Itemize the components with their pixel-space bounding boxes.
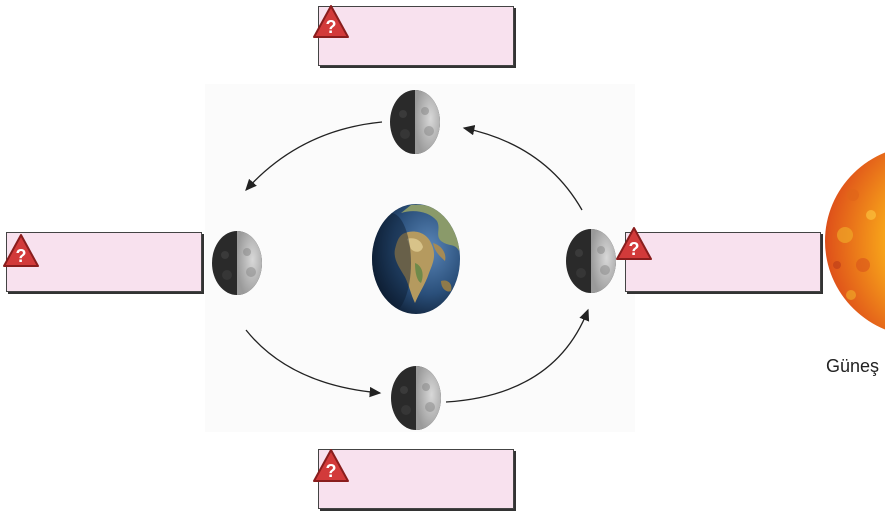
question-warning-icon: ? (3, 234, 39, 267)
earth-icon (372, 204, 460, 314)
moon-left-icon (212, 231, 262, 295)
question-warning-icon: ? (313, 449, 349, 482)
sun-icon (825, 152, 885, 330)
question-warning-icon: ? (313, 5, 349, 38)
arrow-left-to-bottom (245, 329, 382, 398)
question-warning-icon: ? (616, 227, 652, 260)
question-mark: ? (16, 246, 27, 266)
answer-box-left[interactable] (6, 232, 202, 292)
moon-right-icon (566, 229, 616, 293)
sun-label: Güneş (826, 356, 880, 376)
question-mark: ? (326, 461, 337, 481)
question-mark: ? (326, 17, 337, 37)
question-mark: ? (629, 239, 640, 259)
answer-box-right[interactable] (625, 232, 821, 292)
arrow-bottom-to-right (445, 308, 590, 403)
moon-bottom-icon (391, 366, 441, 430)
arrow-right-to-top (462, 125, 583, 211)
moon-top-icon (390, 90, 440, 154)
arrow-top-to-left (245, 121, 383, 191)
answer-box-bottom[interactable] (318, 449, 514, 509)
